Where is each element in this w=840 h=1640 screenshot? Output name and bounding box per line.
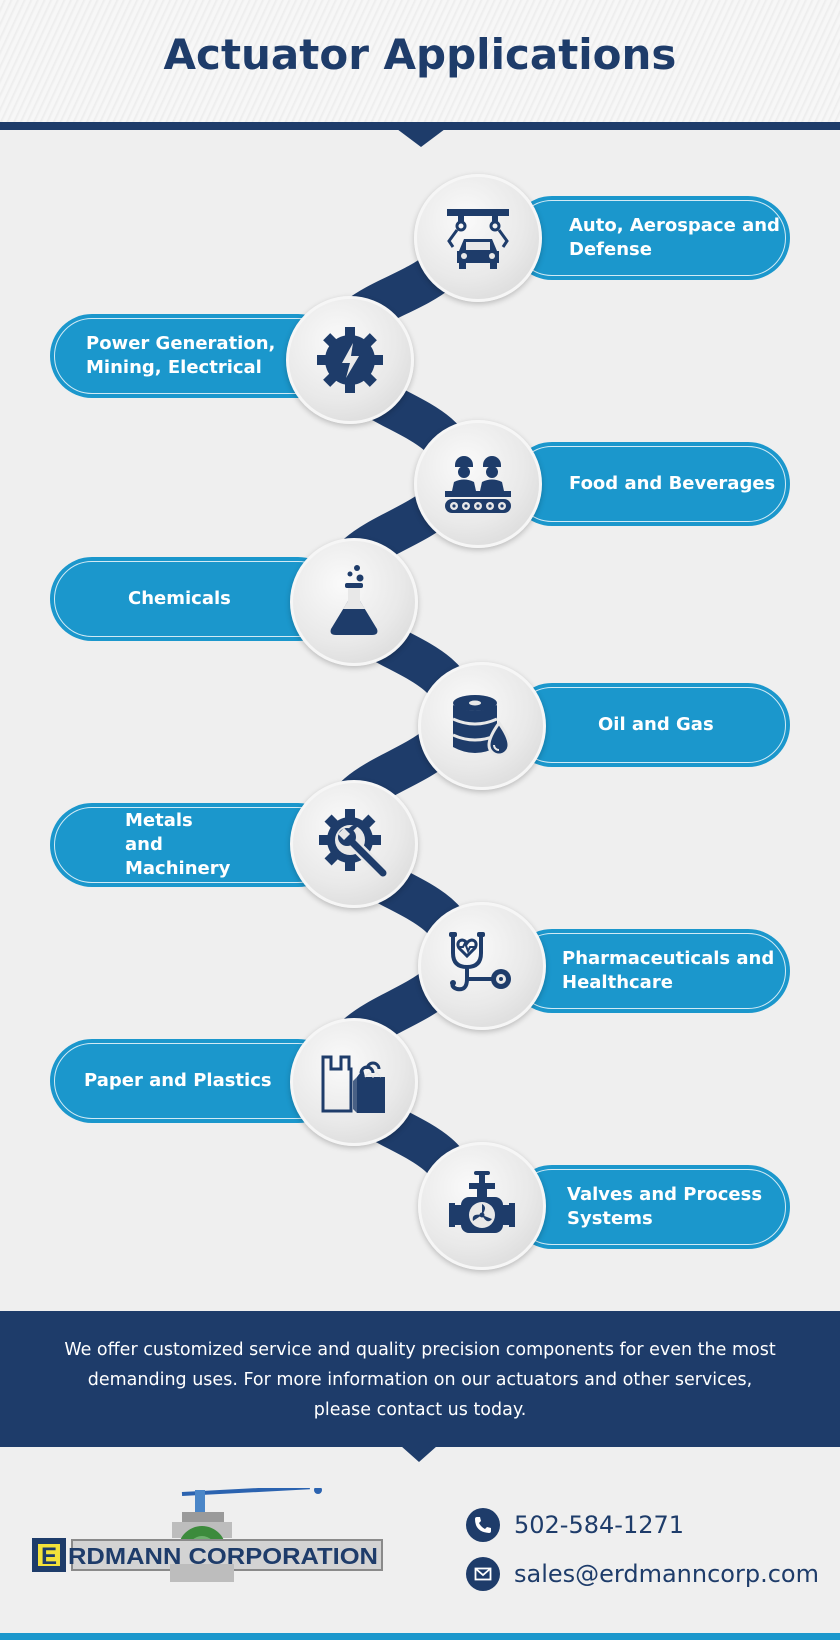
conveyor-workers-icon (445, 456, 511, 513)
flask-icon (330, 565, 378, 635)
header: Actuator Applications (0, 0, 840, 123)
envelope-icon (466, 1557, 500, 1591)
header-notch (397, 129, 445, 147)
page-title: Actuator Applications (163, 30, 677, 79)
robot-car-assembly-icon (447, 209, 509, 269)
gear-lightning-icon (317, 327, 383, 393)
application-icon-badge (418, 1142, 546, 1270)
application-label: Oil and Gas (598, 714, 714, 735)
header-divider (0, 122, 840, 130)
application-pill-oil-gas: Oil and Gas (510, 683, 790, 767)
oil-barrel-drop-icon (452, 695, 511, 757)
stethoscope-heart-icon (449, 932, 511, 992)
application-label: Paper and Plastics (84, 1070, 272, 1091)
bags-icon (321, 1055, 385, 1113)
application-pill-paper: Paper and Plastics (50, 1039, 340, 1123)
banner-notch (401, 1446, 437, 1462)
application-label: Power Generation, Mining, Electrical (86, 333, 276, 378)
phone-contact[interactable]: 502-584-1271 (466, 1506, 684, 1544)
application-label: Food and Beverages (569, 473, 776, 494)
svg-text:E: E (41, 1543, 57, 1570)
phone-number[interactable]: 502-584-1271 (514, 1511, 685, 1539)
email-address[interactable]: sales@erdmanncorp.com (514, 1560, 819, 1588)
phone-icon (466, 1508, 500, 1542)
contact-message: We offer customized service and quality … (64, 1340, 776, 1420)
application-label: Auto, Aerospace and Defense (569, 215, 780, 260)
application-icon-badge (418, 662, 546, 790)
valve-icon (449, 1171, 515, 1233)
application-pill-pharma: Pharmaceuticals and Healthcare (510, 929, 790, 1013)
bottom-accent-bar (0, 1633, 840, 1640)
svg-text:RDMANN CORPORATION: RDMANN CORPORATION (68, 1543, 378, 1569)
application-icon-badge (418, 902, 546, 1030)
application-icon-badge (286, 296, 414, 424)
application-label: Chemicals (128, 588, 231, 609)
application-icon-badge (290, 1018, 418, 1146)
application-icon-badge (290, 538, 418, 666)
email-contact[interactable]: sales@erdmanncorp.com (466, 1555, 819, 1593)
application-label: Valves and Process Systems (567, 1184, 763, 1229)
application-pill-valves: Valves and Process Systems (510, 1165, 790, 1249)
application-icon-badge (290, 780, 418, 908)
application-label: Pharmaceuticals and Healthcare (562, 948, 775, 993)
company-logo: E RDMANN CORPORATION (32, 1488, 383, 1582)
application-icon-badge (414, 420, 542, 548)
application-label: Metals and Machinery (125, 810, 231, 879)
contact-banner: We offer customized service and quality … (0, 1311, 840, 1447)
application-pill-auto: Auto, Aerospace and Defense (510, 196, 790, 280)
application-pill-food: Food and Beverages (510, 442, 790, 526)
gear-wrench-icon (319, 809, 389, 879)
application-icon-badge (414, 174, 542, 302)
